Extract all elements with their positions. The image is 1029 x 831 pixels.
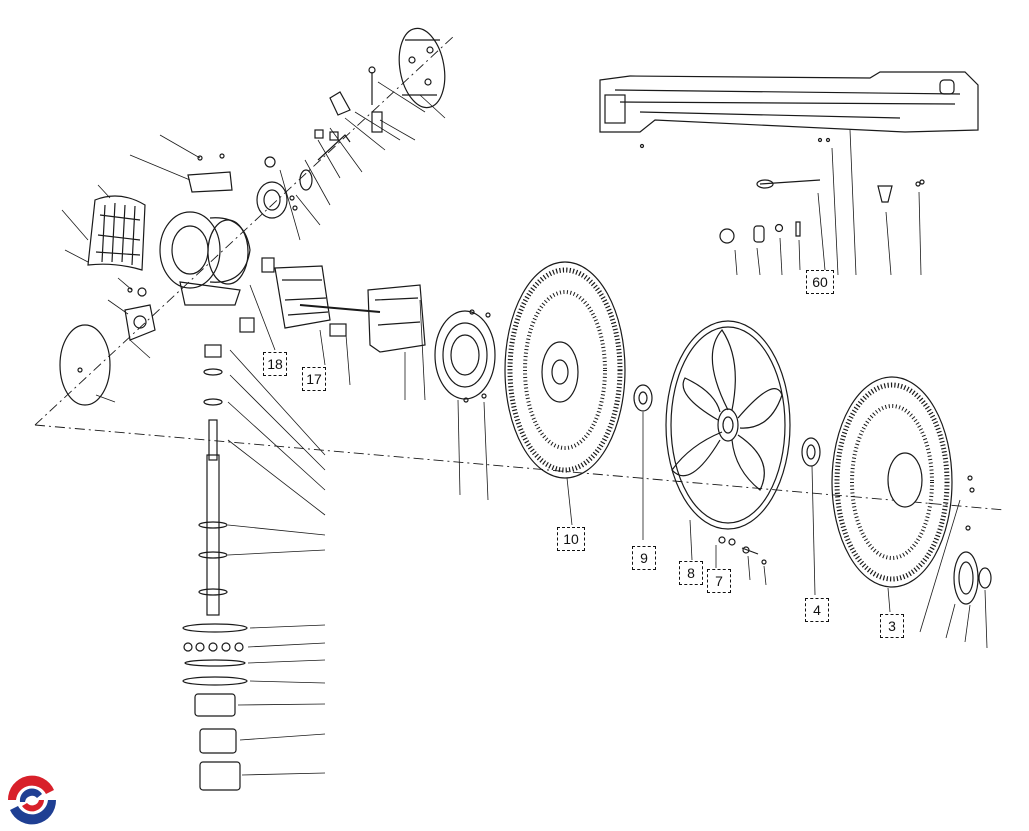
part-label-7: 7	[707, 569, 731, 593]
motor-frame	[159, 211, 251, 306]
main-axis-line	[34, 424, 1006, 511]
part-label-3: 3	[880, 614, 904, 638]
pole-leader-lines	[227, 349, 326, 776]
base-stack	[182, 623, 248, 791]
control-leader-lines	[734, 129, 922, 276]
brand-logo-icon	[4, 772, 60, 828]
top-bracket	[187, 153, 233, 193]
part-label-18: 18	[263, 352, 287, 376]
oscillation-leader-lines	[279, 81, 446, 241]
rear-grille-hub	[434, 309, 496, 403]
motor-front-cover	[329, 284, 426, 353]
knob-parts	[124, 287, 156, 341]
rear-motor-cover	[87, 195, 146, 271]
rear-grille	[504, 261, 626, 526]
back-axis-line	[34, 34, 456, 426]
stand-pole	[198, 344, 228, 616]
spinner	[801, 437, 821, 596]
fan-blade	[665, 320, 791, 561]
back-cap-disc	[59, 324, 111, 406]
blade-clamp	[715, 536, 767, 586]
leader-lines-left	[61, 134, 489, 501]
oscillation-parts	[264, 66, 383, 191]
gearbox-cover	[398, 27, 446, 109]
part-label-8: 8	[679, 561, 703, 585]
switch-assembly	[639, 137, 925, 244]
gear-housing	[256, 181, 298, 219]
front-badge	[919, 475, 992, 649]
control-housing	[599, 71, 979, 133]
front-grille	[831, 376, 953, 613]
part-label-17: 17	[302, 367, 326, 391]
blade-nut	[633, 384, 653, 540]
motor-stator	[239, 257, 381, 333]
part-label-60: 60	[806, 270, 834, 294]
part-label-10: 10	[557, 527, 585, 551]
part-label-4: 4	[805, 598, 829, 622]
part-label-9: 9	[632, 546, 656, 570]
